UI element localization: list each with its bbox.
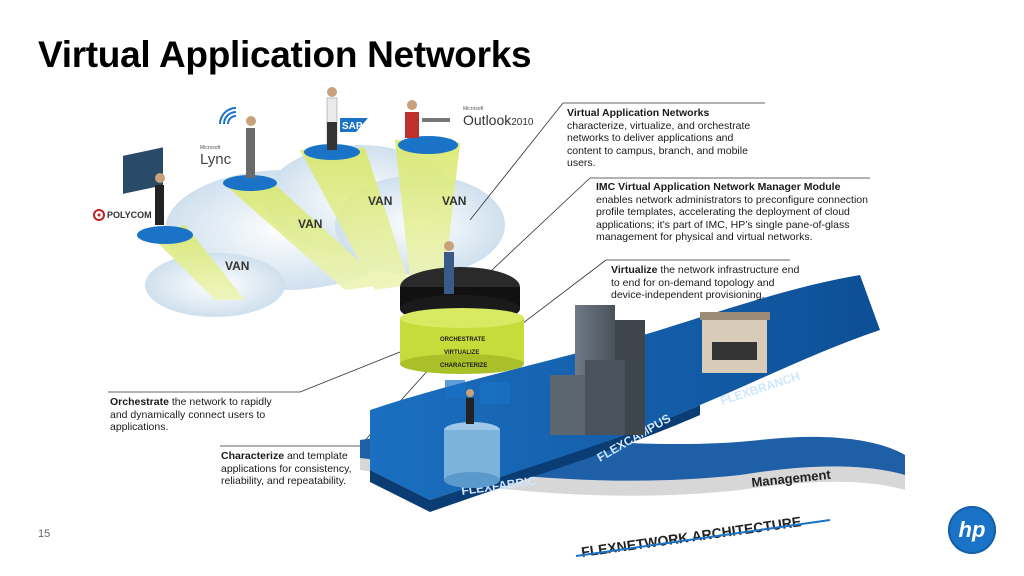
van-label-2: VAN xyxy=(298,217,322,231)
callout-orchestrate-heading: Orchestrate xyxy=(110,396,169,408)
polycom-logo-text: POLYCOM xyxy=(107,210,152,220)
callout-characterize-text: and template applications for consistenc… xyxy=(221,450,352,487)
stack-layer-characterize: CHARACTERIZE xyxy=(440,363,487,369)
outlook-microsoft-text: Microsoft xyxy=(463,106,484,112)
stack-layer-virtualize: VIRTUALIZE xyxy=(444,350,479,356)
architecture-underline xyxy=(575,519,831,557)
callout-imc-heading: IMC Virtual Application Network Manager … xyxy=(596,181,841,193)
van-beams xyxy=(150,140,460,300)
callout-virtualize-heading: Virtualize xyxy=(611,264,658,276)
van-label-1: VAN xyxy=(225,259,249,273)
page-number: 15 xyxy=(38,528,51,540)
lync-logo-text: Lync xyxy=(200,151,232,168)
outlook-logo-text: Outlook2010 xyxy=(463,112,534,128)
van-label-3: VAN xyxy=(368,194,392,208)
callout-imc: IMC Virtual Application Network Manager … xyxy=(596,181,876,244)
page-title: Virtual Application Networks xyxy=(38,34,532,75)
callout-orchestrate: Orchestrate the network to rapidly and d… xyxy=(110,396,290,434)
polycom-icon xyxy=(93,209,105,221)
branch-building xyxy=(700,312,770,373)
callout-virtualize-text: the network infrastructure end to end fo… xyxy=(611,264,800,301)
callout-virtualize: Virtualize the network infrastructure en… xyxy=(611,264,801,302)
hp-logo: hp xyxy=(948,506,996,554)
outlook-year: 2010 xyxy=(511,117,534,128)
user-platform-lync xyxy=(223,116,277,191)
security-label: Security xyxy=(733,419,790,443)
callout-orchestrate-text: the network to rapidly and dynamically c… xyxy=(110,396,272,433)
campus-buildings xyxy=(550,305,645,435)
stack-layer-orchestrate: ORCHESTRATE xyxy=(440,337,485,343)
callout-characterize: Characterize and template applications f… xyxy=(221,450,361,488)
imc-stack xyxy=(400,241,524,374)
callout-van-text: characterize, virtualize, and orchestrat… xyxy=(567,119,751,170)
van-label-4: VAN xyxy=(442,194,466,208)
user-platform-sap xyxy=(304,87,360,160)
user-platform-outlook xyxy=(398,100,458,154)
data-center xyxy=(444,380,510,488)
outlook-name: Outlook xyxy=(463,112,512,128)
wifi-icon xyxy=(219,107,237,125)
flexnetwork-architecture-label: FLEXNETWORK ARCHITECTURE xyxy=(580,513,802,560)
lync-microsoft-text: Microsoft xyxy=(200,145,221,151)
sap-logo: SAP xyxy=(340,118,368,132)
callout-van-heading: Virtual Application Networks xyxy=(567,107,710,119)
callout-characterize-heading: Characterize xyxy=(221,450,285,462)
callout-imc-text: enables network administrators to precon… xyxy=(596,193,868,244)
sap-logo-text: SAP xyxy=(342,121,363,132)
user-platform-polycom xyxy=(123,147,193,244)
